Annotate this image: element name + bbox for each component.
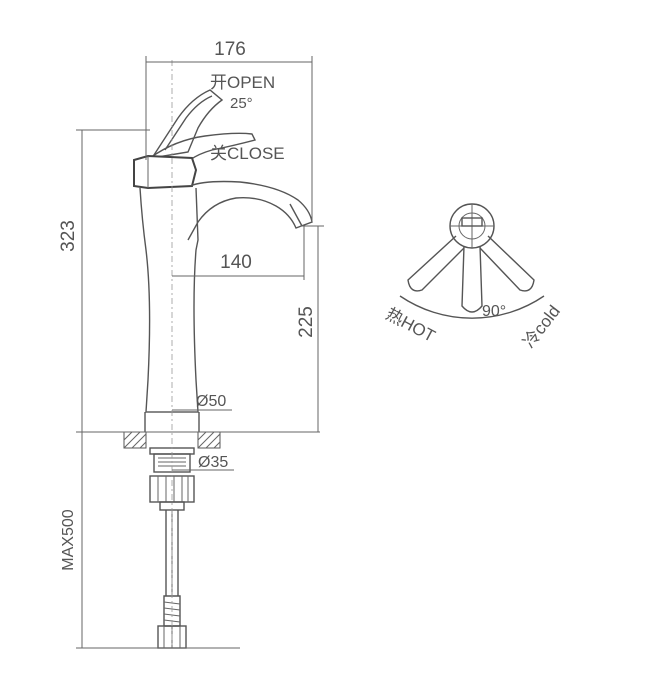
faucet-body-outline [139, 187, 199, 413]
spout-tip-ring [289, 203, 303, 227]
dim-spout-height: 225 [296, 306, 317, 338]
faucet-top-view [399, 203, 545, 319]
dim-spout-reach: 140 [220, 252, 252, 273]
handle-close-outline [147, 132, 257, 161]
rotation-arc [399, 295, 545, 319]
handle-close-label: 关CLOSE [210, 144, 285, 163]
countertop-hatch [123, 431, 221, 449]
rotation-cold-label: 冷cold [519, 302, 564, 352]
dim-body-diameter: Ø50 [196, 393, 226, 410]
dimension-lines [76, 56, 324, 649]
handle-open-outline [150, 89, 224, 159]
dim-hose-length: MAX500 [60, 509, 77, 570]
handle-open-inner [164, 95, 213, 151]
rotation-angle: 90° [482, 303, 506, 320]
dim-handle-reach: 176 [214, 39, 246, 60]
handle-hot-position [407, 235, 465, 292]
handle-center [461, 245, 483, 313]
dim-body-height: 323 [58, 220, 79, 252]
handle-open-angle: 25° [230, 95, 253, 112]
spout-outline [187, 180, 313, 241]
handle-open-label: 开OPEN [210, 73, 275, 92]
dim-thread-diameter: Ø35 [198, 454, 228, 471]
handle-cap [133, 154, 198, 190]
nut-ribs [157, 476, 189, 502]
handle-hub [461, 217, 483, 227]
handle-cold-position [479, 235, 535, 292]
